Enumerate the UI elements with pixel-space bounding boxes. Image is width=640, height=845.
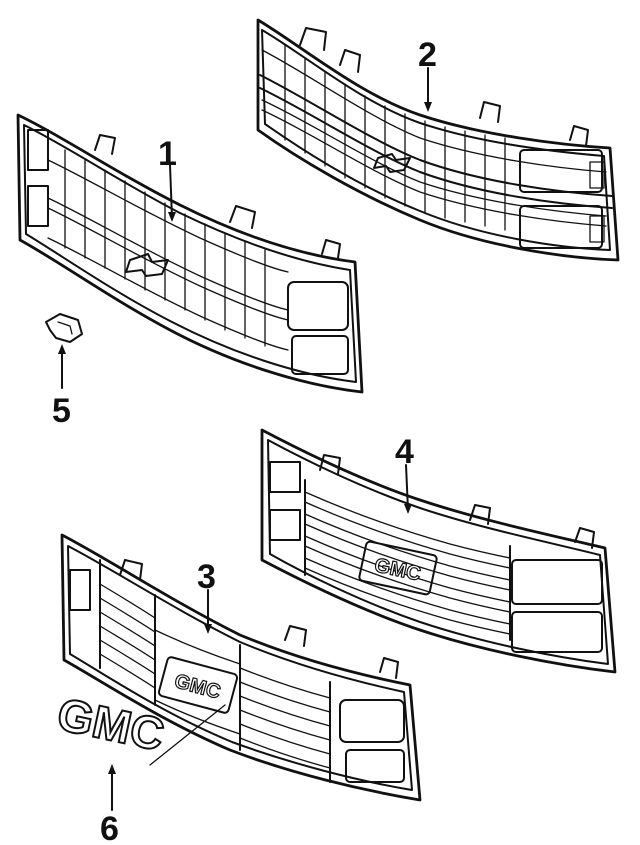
emblem-part-6: GMC bbox=[52, 686, 170, 761]
clip-part-5 bbox=[45, 313, 83, 343]
callout-lines bbox=[58, 67, 432, 811]
grille-1 bbox=[16, 113, 364, 394]
callout-2: 2 bbox=[418, 36, 437, 74]
grille-3-badge-text: GMC bbox=[172, 670, 223, 703]
callout-4: 4 bbox=[395, 433, 414, 471]
grille-3: GMC bbox=[60, 533, 422, 802]
grille-4-badge-text: GMC bbox=[372, 554, 422, 585]
grille-4: GMC bbox=[260, 428, 617, 674]
grille-2 bbox=[256, 18, 620, 262]
callout-1: 1 bbox=[158, 135, 177, 173]
emblem-text: GMC bbox=[53, 687, 169, 760]
callout-3: 3 bbox=[197, 558, 216, 596]
callout-5: 5 bbox=[52, 392, 71, 430]
callout-6: 6 bbox=[100, 810, 119, 845]
